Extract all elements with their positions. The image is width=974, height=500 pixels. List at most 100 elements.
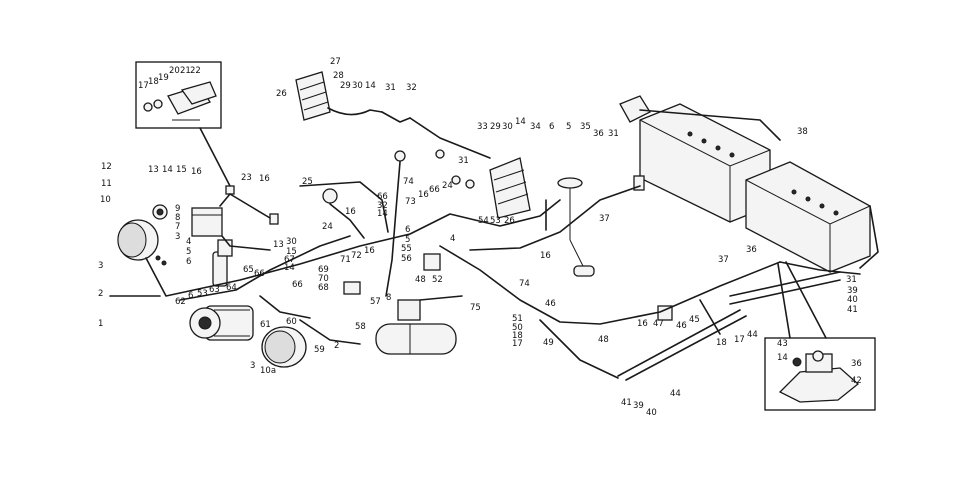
connector-36	[633, 175, 645, 191]
part-label: 66	[292, 280, 303, 290]
part-label: 73	[405, 197, 416, 207]
part-label: 26	[276, 89, 287, 99]
part-label: 44	[747, 330, 758, 340]
part-label: 54	[478, 216, 489, 226]
part-label: 44	[670, 389, 681, 399]
part-label: 29	[340, 81, 351, 91]
part-label: 39	[847, 286, 858, 296]
inset-pointer-line-2	[777, 263, 791, 339]
part-label: 74	[519, 279, 530, 289]
part-label: 16	[191, 167, 202, 177]
part-label: 69	[318, 265, 329, 275]
part-label: 56	[401, 254, 412, 264]
part-label: 39	[633, 401, 644, 411]
part-label: 59	[314, 345, 325, 355]
part-label: 16	[540, 251, 551, 261]
part-label: 42	[851, 376, 862, 386]
part-label: 30	[286, 237, 297, 247]
part-label: 18	[148, 77, 159, 87]
part-label: 45	[689, 315, 700, 325]
part-label: 9	[175, 204, 180, 214]
part-label: 14	[777, 353, 788, 363]
ignition-coil	[212, 239, 233, 287]
part-label: 63	[209, 285, 220, 295]
part-label: 17	[734, 335, 745, 345]
part-label: 49	[543, 338, 554, 348]
part-label: 31	[458, 156, 469, 166]
battery-strap	[639, 109, 781, 141]
part-label: 3	[175, 232, 180, 242]
part-label: 6	[188, 291, 193, 301]
part-label: 14	[284, 263, 295, 273]
part-label: 65	[243, 265, 254, 275]
plug-top	[435, 149, 445, 159]
part-label: 47	[653, 319, 664, 329]
part-label: 11	[101, 179, 112, 189]
part-label: 13	[148, 165, 159, 175]
fuel-sensor	[557, 177, 595, 277]
part-label: 17	[512, 339, 523, 349]
part-label: 70	[318, 274, 329, 284]
part-label: 14	[162, 165, 173, 175]
part-label: 26	[504, 216, 515, 226]
part-label: 64	[226, 283, 237, 293]
starter-motor	[375, 299, 457, 355]
part-label: 46	[545, 299, 556, 309]
side-light	[152, 204, 168, 220]
sensor-25	[322, 188, 338, 204]
part-label: 21	[180, 66, 191, 76]
switch-68	[343, 281, 361, 295]
part-label: 16	[259, 174, 270, 184]
part-label: 57	[370, 297, 381, 307]
part-label: 15	[286, 247, 297, 257]
part-label: 10	[100, 195, 111, 205]
inset-pointer-line	[199, 127, 231, 187]
part-label: 2	[334, 341, 339, 351]
part-label: 58	[355, 322, 366, 332]
part-label: 25	[302, 177, 313, 187]
part-label: 6	[405, 225, 410, 235]
part-label: 40	[847, 295, 858, 305]
part-label: 35	[580, 122, 591, 132]
part-label: 3	[250, 361, 255, 371]
battery-2	[745, 161, 871, 273]
part-label: 24	[442, 181, 453, 191]
part-label: 31	[846, 275, 857, 285]
part-label: 66	[429, 185, 440, 195]
rear-lamp-bracket	[327, 107, 383, 116]
part-label: 37	[599, 214, 610, 224]
part-label: 53	[490, 216, 501, 226]
part-label: 6	[549, 122, 554, 132]
part-label: 18	[512, 331, 523, 341]
part-label: 31	[385, 83, 396, 93]
part-label: 3	[98, 261, 103, 271]
part-label: 34	[530, 122, 541, 132]
center-lamp	[489, 157, 531, 219]
plug-24	[451, 175, 461, 185]
part-label: 51	[512, 314, 523, 324]
inset-pointer-line-3	[785, 261, 827, 339]
part-label: 60	[286, 317, 297, 327]
part-label: 18	[716, 338, 727, 348]
part-label: 8	[175, 213, 180, 223]
part-label: 48	[415, 275, 426, 285]
part-label: 10a	[260, 366, 276, 376]
part-label: 38	[797, 127, 808, 137]
part-label: 36	[593, 129, 604, 139]
part-label: 41	[847, 305, 858, 315]
part-label: 30	[502, 122, 513, 132]
part-label: 36	[851, 359, 862, 369]
plug-74	[394, 150, 406, 162]
generator	[189, 305, 254, 341]
ground-strap-44c	[617, 309, 741, 377]
part-label: 50	[512, 323, 523, 333]
inset-tail-lamp-detail	[135, 61, 222, 129]
part-label: 17	[138, 81, 149, 91]
right-headlamp	[261, 326, 307, 368]
part-label: 14	[365, 81, 376, 91]
part-label: 15	[176, 165, 187, 175]
part-label: 16	[637, 319, 648, 329]
part-label: 72	[351, 251, 362, 261]
part-label: 5	[405, 235, 410, 245]
